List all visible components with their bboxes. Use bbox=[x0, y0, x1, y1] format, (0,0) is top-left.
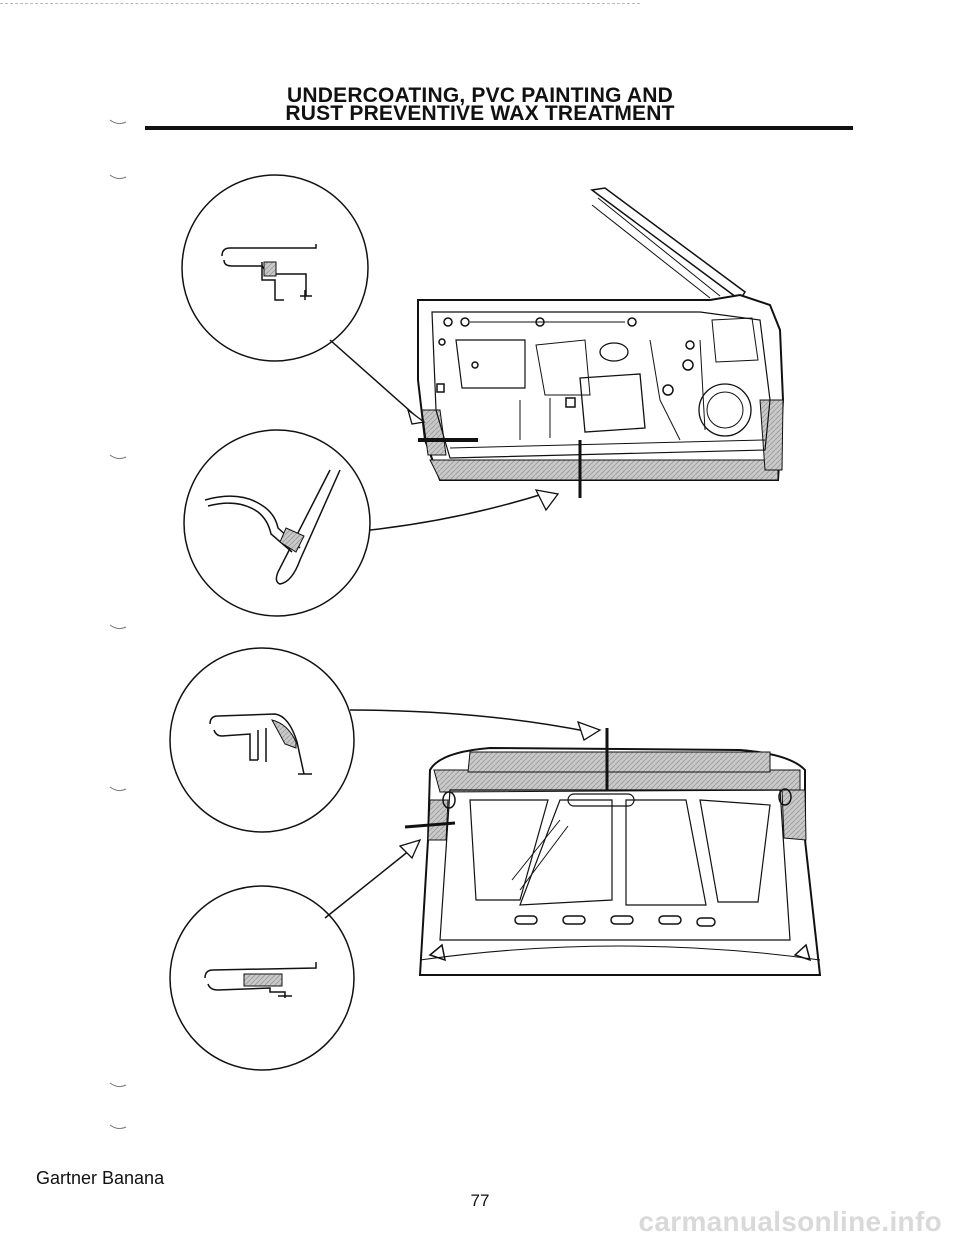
boot-lid-drawing bbox=[404, 728, 822, 976]
page-number: 77 bbox=[470, 1191, 490, 1210]
boot-section-detail-2 bbox=[169, 838, 422, 1071]
door-section-detail-2 bbox=[183, 429, 560, 617]
footer-author: Gartner Banana bbox=[36, 1168, 165, 1188]
door-section-detail-1 bbox=[181, 174, 426, 425]
boot-section-detail-1 bbox=[169, 647, 602, 833]
page-title-line-2: RUST PREVENTIVE WAX TREATMENT bbox=[285, 102, 675, 125]
page-title-line-1: UNDERCOATING, PVC PAINTING AND bbox=[287, 84, 673, 107]
scan-edge-marks bbox=[0, 3, 640, 6]
title-rule bbox=[145, 126, 853, 130]
door-panel-drawing bbox=[417, 187, 785, 498]
watermark: carmanualsonline.info bbox=[638, 1206, 942, 1237]
margin-marks bbox=[109, 119, 127, 1130]
